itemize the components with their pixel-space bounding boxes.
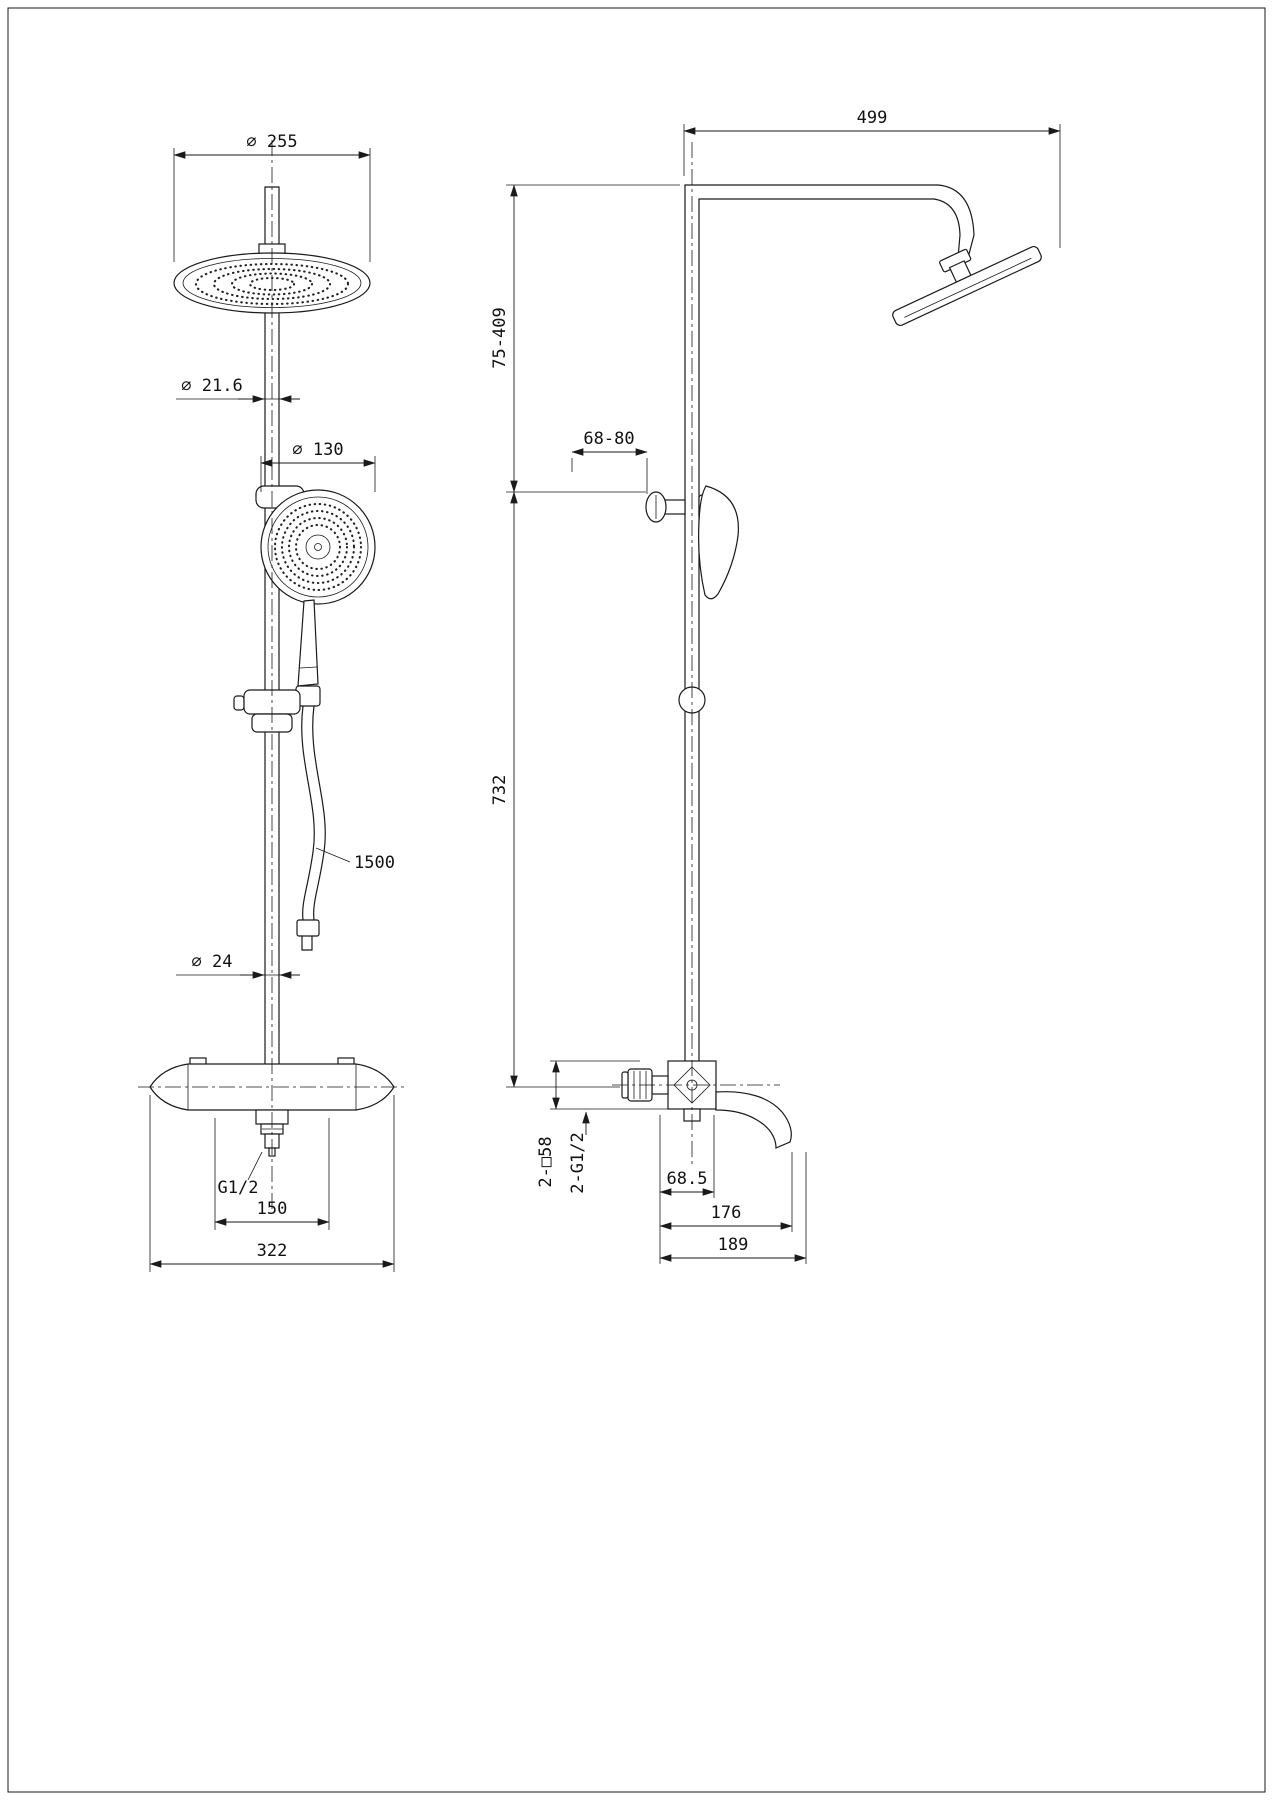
- side-column-pipe: [684, 184, 700, 1062]
- label-hose-length: 1500: [315, 847, 395, 873]
- dim-holder-projection: 68-80: [571, 429, 648, 494]
- dim-arm-reach: 499: [683, 108, 1061, 248]
- hand-shower-profile: [698, 485, 739, 600]
- dim-valve-square: 2-□58: [536, 1060, 668, 1188]
- side-overhead-shower: [892, 245, 1042, 327]
- dim-label-height-adjust: 75-409: [490, 307, 510, 368]
- side-shower-arm: [684, 184, 975, 259]
- front-hand-shower: [255, 485, 376, 707]
- dim-height-adjust: 75-409: [490, 184, 680, 493]
- dim-body-width: 322: [149, 1095, 395, 1272]
- dim-inlet-centres: 150: [214, 1118, 330, 1230]
- dim-head-diameter: ∅ 255: [173, 132, 371, 262]
- dim-label-outlet-thread: G1/2: [218, 1178, 259, 1198]
- dim-label-lower-riser-diameter: ∅ 24: [192, 952, 233, 972]
- dim-overall-projection: 189: [659, 1152, 807, 1264]
- dim-label-overall-projection: 189: [718, 1235, 749, 1255]
- dim-valve-offset: 68.5: [659, 1115, 715, 1264]
- dim-label-spout-reach: 176: [711, 1203, 742, 1223]
- side-centerlines: [612, 142, 780, 1168]
- dim-inlet-thread: 2-G1/2: [568, 1111, 590, 1194]
- dim-lower-riser-diameter: ∅ 24: [176, 952, 300, 979]
- bath-spout: [715, 1091, 792, 1149]
- dim-label-valve-square: 2-□58: [536, 1136, 556, 1187]
- dim-label-hose-length: 1500: [354, 853, 395, 873]
- dim-label-holder-projection: 68-80: [583, 429, 634, 449]
- dim-label-inlet-thread: 2-G1/2: [568, 1132, 588, 1193]
- dim-label-valve-offset: 68.5: [667, 1169, 708, 1189]
- front-slider-bracket: [233, 689, 301, 733]
- dim-spout-reach: 176: [659, 1152, 793, 1232]
- side-valve-body: [621, 1060, 792, 1149]
- dim-label-head-diameter: ∅ 255: [246, 132, 297, 152]
- dim-label-column-length: 732: [490, 775, 510, 806]
- dim-hand-shower-diameter: ∅ 130: [260, 440, 376, 492]
- side-hand-shower-holder: [645, 485, 739, 600]
- front-shower-hose: [296, 705, 326, 951]
- drawing-frame: [7, 7, 1266, 1793]
- dim-riser-diameter: ∅ 21.6: [176, 376, 300, 403]
- side-view: 499 75-409 68-80 732 2-□58 2-G1: [490, 108, 1061, 1264]
- dim-label-body-width: 322: [257, 1241, 288, 1261]
- dim-label-arm-reach: 499: [857, 108, 888, 128]
- dim-label-inlet-centres: 150: [257, 1199, 288, 1219]
- dim-column-length: 732: [490, 491, 620, 1088]
- front-centerlines: [138, 140, 406, 1212]
- dim-label-riser-diameter: ∅ 21.6: [181, 376, 242, 396]
- front-view: ∅ 255 ∅ 21.6 ∅ 130 1500 ∅ 24 G1/2: [138, 132, 406, 1272]
- label-outlet-thread: G1/2: [218, 1151, 263, 1198]
- dim-label-hand-shower-diameter: ∅ 130: [292, 440, 343, 460]
- hand-shower-handle: [297, 599, 319, 687]
